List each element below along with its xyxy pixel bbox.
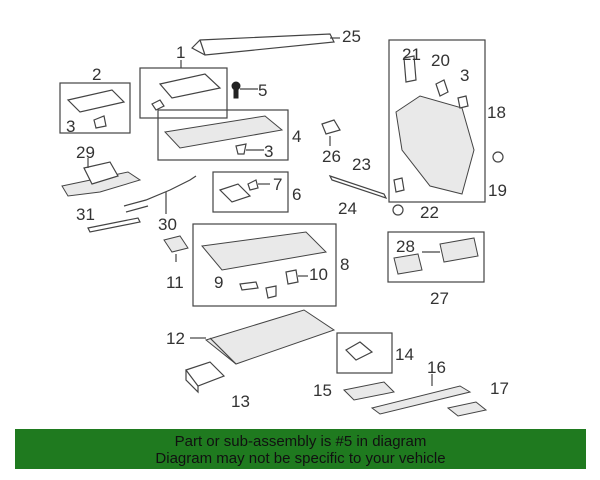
callout-1: 1 xyxy=(176,43,185,62)
plate-17-part xyxy=(446,401,488,417)
callout-16: 16 xyxy=(427,358,446,377)
footer-line-1: Part or sub-assembly is #5 in diagram xyxy=(174,433,427,450)
clip-5-part xyxy=(231,81,258,99)
footer-line-2: Diagram may not be specific to your vehi… xyxy=(155,450,446,467)
callout-26: 26 xyxy=(322,147,341,166)
callout-labels: 1 2 3 3 3 4 5 6 7 8 9 10 11 12 13 14 15 … xyxy=(66,27,509,411)
callout-19: 19 xyxy=(488,181,507,200)
callout-7: 7 xyxy=(273,175,282,194)
plate-15-part xyxy=(342,381,396,401)
tonneau-cover-part xyxy=(191,33,340,56)
callout-28: 28 xyxy=(396,237,415,256)
callout-4: 4 xyxy=(292,127,301,146)
callout-22: 22 xyxy=(420,203,439,222)
side-trim-18-part xyxy=(388,39,486,203)
callout-6: 6 xyxy=(292,185,301,204)
callout-15: 15 xyxy=(313,381,332,400)
callout-25: 25 xyxy=(342,27,361,46)
callout-18: 18 xyxy=(487,103,506,122)
floor-mat-part xyxy=(139,60,228,119)
rod-part xyxy=(123,175,197,214)
lamp-27-part xyxy=(387,231,485,283)
callout-5: 5 xyxy=(258,81,267,100)
callout-30: 30 xyxy=(158,215,177,234)
deck-board-part xyxy=(192,223,337,307)
callout-13: 13 xyxy=(231,392,250,411)
cover-panel-part xyxy=(157,109,289,161)
callout-3c: 3 xyxy=(460,66,469,85)
storage-tray-part xyxy=(190,309,336,365)
callout-12: 12 xyxy=(166,329,185,348)
callout-21: 21 xyxy=(402,45,421,64)
sill-16-part xyxy=(370,374,472,415)
parts-diagram: 1 2 3 3 3 4 5 6 7 8 9 10 11 12 13 14 15 … xyxy=(59,27,509,417)
small-cover-part xyxy=(163,235,189,262)
bracket-6-part xyxy=(212,171,289,213)
hook-26-part xyxy=(321,119,341,146)
handle-part xyxy=(87,217,141,233)
callout-11: 11 xyxy=(166,273,184,292)
bracket-14-part xyxy=(336,332,393,374)
callout-3b: 3 xyxy=(264,142,273,161)
callout-14: 14 xyxy=(395,345,414,364)
jack-part xyxy=(61,158,142,197)
clip-23-part xyxy=(393,177,405,193)
mat-2-part xyxy=(59,82,131,134)
callout-23: 23 xyxy=(352,155,371,174)
cap-19-part xyxy=(492,151,504,163)
callout-29: 29 xyxy=(76,143,95,162)
callout-10: 10 xyxy=(309,265,328,284)
grommet-22-part xyxy=(392,204,404,216)
callout-2: 2 xyxy=(92,65,101,84)
box-13-part xyxy=(185,361,226,394)
strip-24-part xyxy=(328,174,388,200)
callout-8: 8 xyxy=(340,255,349,274)
callout-3a: 3 xyxy=(66,117,75,136)
callout-24: 24 xyxy=(338,199,357,218)
callout-20: 20 xyxy=(431,51,450,70)
callout-31: 31 xyxy=(76,205,95,224)
callout-17: 17 xyxy=(490,379,509,398)
footer-banner: Part or sub-assembly is #5 in diagram Di… xyxy=(15,429,586,469)
callout-9: 9 xyxy=(214,273,223,292)
callout-27: 27 xyxy=(430,289,449,308)
